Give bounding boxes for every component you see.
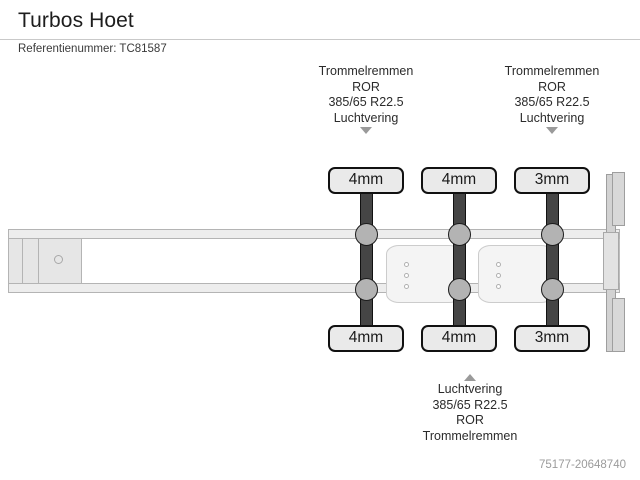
rear-mudguard-bottom <box>612 298 625 352</box>
trailer-diagram: 4mm 4mm 4mm 4mm 3mm 3mm <box>0 150 640 370</box>
reference-number: Referentienummer: TC81587 <box>18 43 167 55</box>
tread-label-2-top[interactable]: 4mm <box>421 167 497 194</box>
annotation-line: Luchtvering <box>333 110 399 125</box>
axle-bar-2 <box>453 175 466 350</box>
kingpin-plate <box>8 238 82 284</box>
triangle-down-icon <box>546 127 558 134</box>
wheel-hub-3-top <box>541 223 564 246</box>
annotation-line: ROR <box>538 79 566 94</box>
annotation-line: Luchtvering <box>519 110 585 125</box>
wheel-hub-1-bottom <box>355 278 378 301</box>
triangle-down-icon <box>360 127 372 134</box>
bracket-hole-icon <box>404 284 409 289</box>
header-divider <box>0 39 640 40</box>
annotation-line: Trommelremmen <box>422 428 518 443</box>
wheel-hub-1-top <box>355 223 378 246</box>
annotation-line: Trommelremmen <box>318 64 414 78</box>
bracket-hole-icon <box>496 273 501 278</box>
nose-divider <box>22 238 23 284</box>
wheel-hub-2-bottom <box>448 278 471 301</box>
bracket-hole-icon <box>496 284 501 289</box>
annotation-line: 385/65 R22.5 <box>432 397 508 412</box>
annotation-line: 385/65 R22.5 <box>328 95 404 109</box>
tread-label-1-top[interactable]: 4mm <box>328 167 404 194</box>
annotation-line: 385/65 R22.5 <box>514 95 590 109</box>
kingpin-icon <box>54 255 63 264</box>
bracket-hole-icon <box>496 262 501 267</box>
annotation-bottom: Luchtvering 385/65 R22.5 ROR Trommelremm… <box>382 374 558 444</box>
axle-bar-3 <box>546 175 559 350</box>
rear-mudguard-top <box>612 172 625 226</box>
wheel-hub-3-bottom <box>541 278 564 301</box>
page-title: Turbos Hoet <box>18 9 134 32</box>
annotation-line: ROR <box>456 413 484 427</box>
bracket-hole-icon <box>404 273 409 278</box>
annotation-top-left: Trommelremmen ROR 385/65 R22.5 Luchtveri… <box>290 64 442 134</box>
tread-label-3-top[interactable]: 3mm <box>514 167 590 194</box>
triangle-up-icon <box>464 374 476 381</box>
bracket-hole-icon <box>404 262 409 267</box>
wheel-hub-2-top <box>448 223 471 246</box>
annotation-line: Luchtvering <box>437 382 503 396</box>
chassis-rail-top <box>8 229 620 239</box>
chassis-rail-bottom <box>8 283 620 293</box>
watermark: 75177-20648740 <box>539 459 626 471</box>
tread-label-1-bottom[interactable]: 4mm <box>328 325 404 352</box>
axle-bar-1 <box>360 175 373 350</box>
tread-label-3-bottom[interactable]: 3mm <box>514 325 590 352</box>
annotation-line: ROR <box>352 79 380 94</box>
annotation-top-right: Trommelremmen ROR 385/65 R22.5 Luchtveri… <box>476 64 628 134</box>
annotation-line: Trommelremmen <box>504 64 600 78</box>
nose-divider <box>38 238 39 284</box>
tread-label-2-bottom[interactable]: 4mm <box>421 325 497 352</box>
rear-post <box>603 232 619 290</box>
